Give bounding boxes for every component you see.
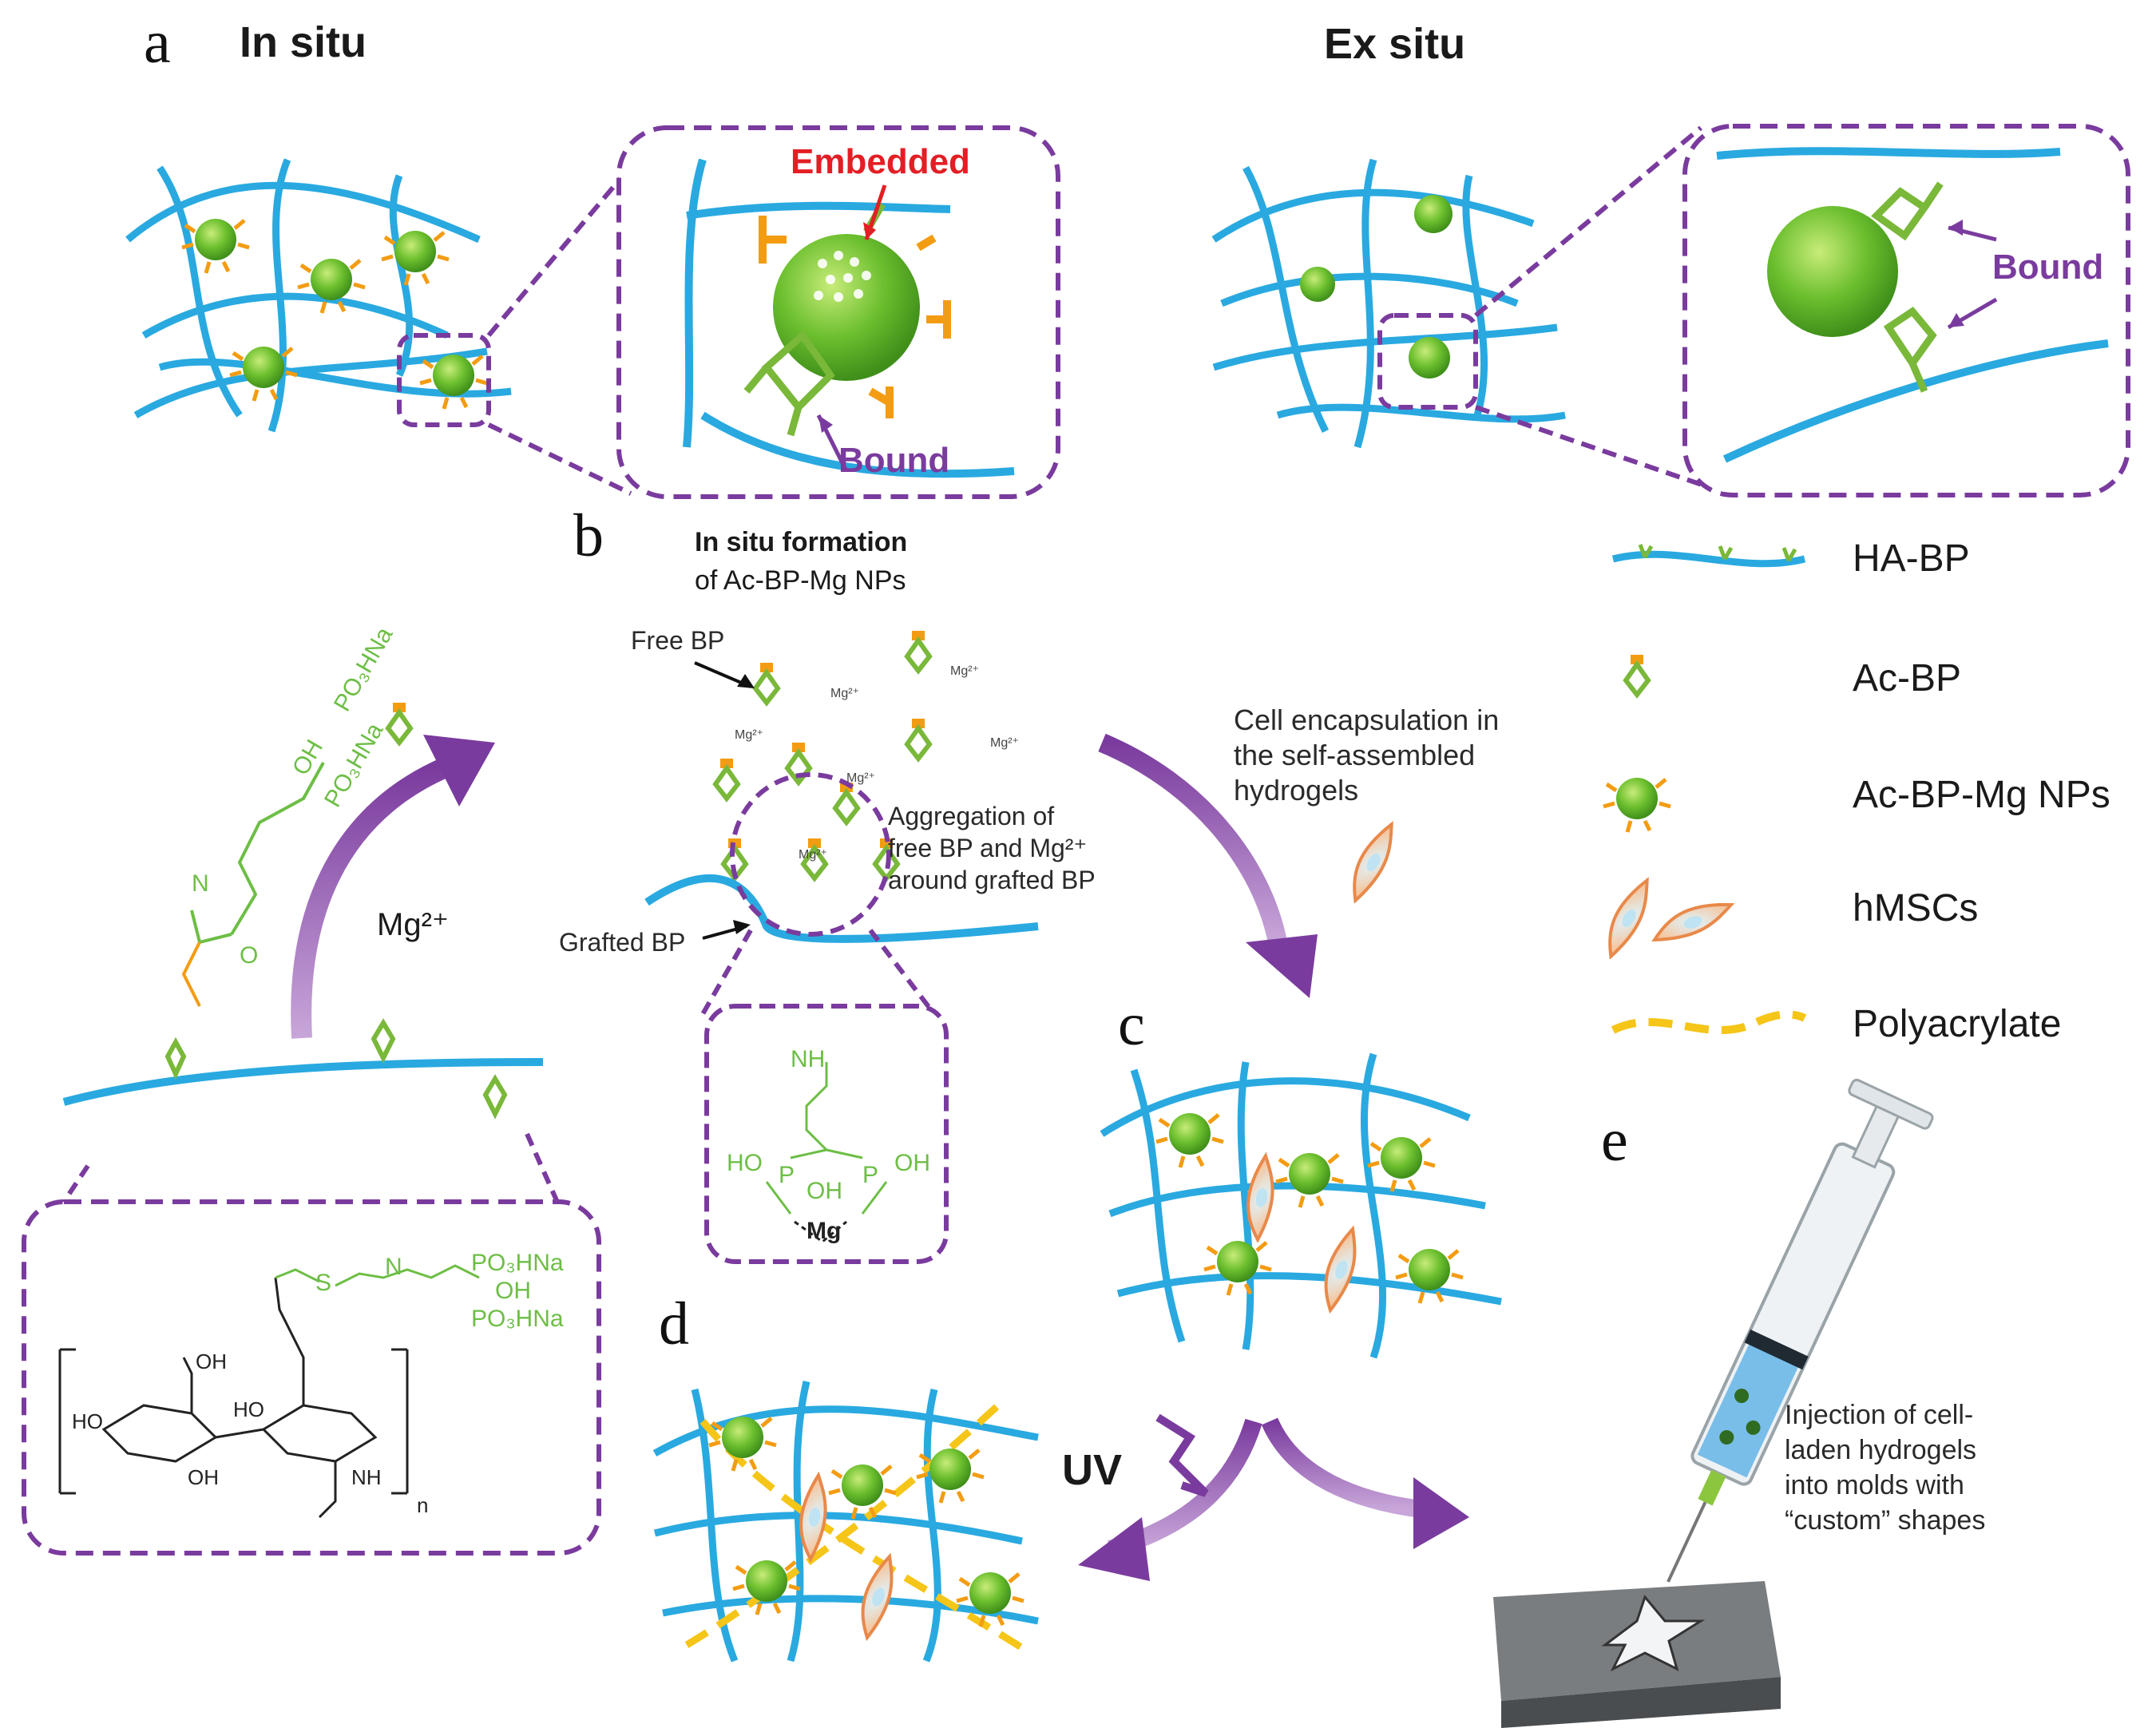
bound-label-ex-situ: Bound	[1992, 248, 2104, 287]
mg-ion-6: Mg²⁺	[799, 848, 827, 862]
mg-arrow-label: Mg²⁺	[377, 907, 449, 942]
mg-ion-2: Mg²⁺	[950, 664, 979, 678]
legend-ha-bp: HA-BP	[1853, 537, 1970, 580]
mg-arrow	[291, 735, 495, 1039]
ex-situ-network	[1211, 158, 1566, 449]
encapsulation-arrow	[1098, 733, 1318, 998]
grafted-bp-label: Grafted BP	[559, 928, 686, 957]
legend-hmscs: hMSCs	[1853, 887, 1979, 929]
encapsulation-line2: the self-assembled	[1234, 739, 1476, 771]
ha-ho1: HO	[72, 1409, 103, 1433]
ha-oh: OH	[495, 1278, 531, 1304]
in-situ-heading: In situ	[240, 18, 367, 66]
crosslinked-hydrogel	[652, 1380, 1039, 1663]
legend-polyacrylate: Polyacrylate	[1853, 1003, 2062, 1045]
legend-ac-bp: Ac-BP	[1853, 657, 1962, 700]
aggregation-line2: free BP and Mg²⁺	[888, 834, 1088, 862]
monomer-n: N	[192, 870, 209, 897]
ha-bp-chain	[62, 1018, 544, 1120]
inset-oh-right: OH	[894, 1150, 930, 1176]
in-situ-inset	[616, 125, 1060, 499]
monomer-o: O	[240, 942, 259, 969]
aggregation-line3: around grafted BP	[888, 866, 1096, 894]
monomer-structure	[190, 762, 325, 945]
ha-po3-bottom: PO₃HNa	[471, 1306, 564, 1332]
inset-nh: NH	[791, 1046, 826, 1072]
inset-p-left: P	[779, 1162, 795, 1188]
panel-a-label: a	[144, 9, 171, 76]
in-situ-network	[125, 158, 512, 433]
inset-p-right: P	[862, 1162, 879, 1188]
panel-e-label: e	[1601, 1107, 1628, 1174]
inset-mg: Mg	[807, 1218, 842, 1244]
panel-b-label: b	[573, 502, 604, 569]
injection-line3: into molds with	[1785, 1470, 1964, 1500]
legend-icons	[1586, 544, 1807, 1034]
encapsulation-line1: Cell encapsulation in	[1234, 703, 1500, 736]
mg-ion-5: Mg²⁺	[846, 771, 875, 785]
uv-label: UV	[1062, 1446, 1123, 1494]
embedded-label: Embedded	[791, 142, 970, 181]
injection-line2: laden hydrogels	[1785, 1435, 1977, 1465]
injection-line1: Injection of cell-	[1785, 1400, 1974, 1430]
ha-structure-inset	[22, 1199, 601, 1556]
ha-s: S	[315, 1270, 332, 1296]
mg-ion-3: Mg²⁺	[735, 728, 763, 742]
ex-situ-zoom-box	[1377, 313, 1478, 410]
mg-ion-1: Mg²⁺	[830, 687, 859, 700]
bp-mg-inset	[704, 1004, 949, 1264]
ha-n-sub: n	[417, 1493, 429, 1517]
free-bp-label: Free BP	[631, 626, 725, 655]
encapsulation-line3: hydrogels	[1234, 774, 1359, 807]
injection-arrow	[1261, 1417, 1469, 1549]
panel-d-label: d	[659, 1290, 689, 1357]
injection-line4: “custom” shapes	[1785, 1505, 1986, 1536]
mg-ion-4: Mg²⁺	[990, 736, 1019, 750]
ex-situ-heading: Ex situ	[1324, 20, 1466, 68]
ha-oh-ring: OH	[188, 1465, 219, 1489]
ha-ho2: HO	[233, 1397, 264, 1421]
aggregation-circle	[730, 772, 891, 937]
ha-cooh: OH	[196, 1350, 227, 1373]
ha-po3-top: PO₃HNa	[471, 1250, 564, 1276]
panel-c-label: c	[1118, 991, 1145, 1058]
panel-b-title-line1: In situ formation	[695, 527, 908, 557]
in-situ-zoom-box	[397, 333, 491, 427]
ha-n: N	[385, 1254, 402, 1280]
legend-ac-bp-mg-nps: Ac-BP-Mg NPs	[1853, 774, 2110, 816]
ex-situ-inset	[1682, 124, 2130, 497]
uv-arrow	[1078, 1413, 1262, 1581]
panel-b-title-line2: of Ac-BP-Mg NPs	[695, 565, 906, 596]
ha-nh: NH	[351, 1465, 382, 1489]
bound-label-in-situ: Bound	[838, 441, 950, 480]
hydrogel-with-cells	[1100, 1052, 1502, 1359]
inset-ho: HO	[727, 1150, 763, 1176]
syringe	[1493, 1078, 1934, 1728]
inset-oh-mid: OH	[807, 1178, 842, 1204]
aggregation-line1: Aggregation of	[888, 802, 1055, 830]
